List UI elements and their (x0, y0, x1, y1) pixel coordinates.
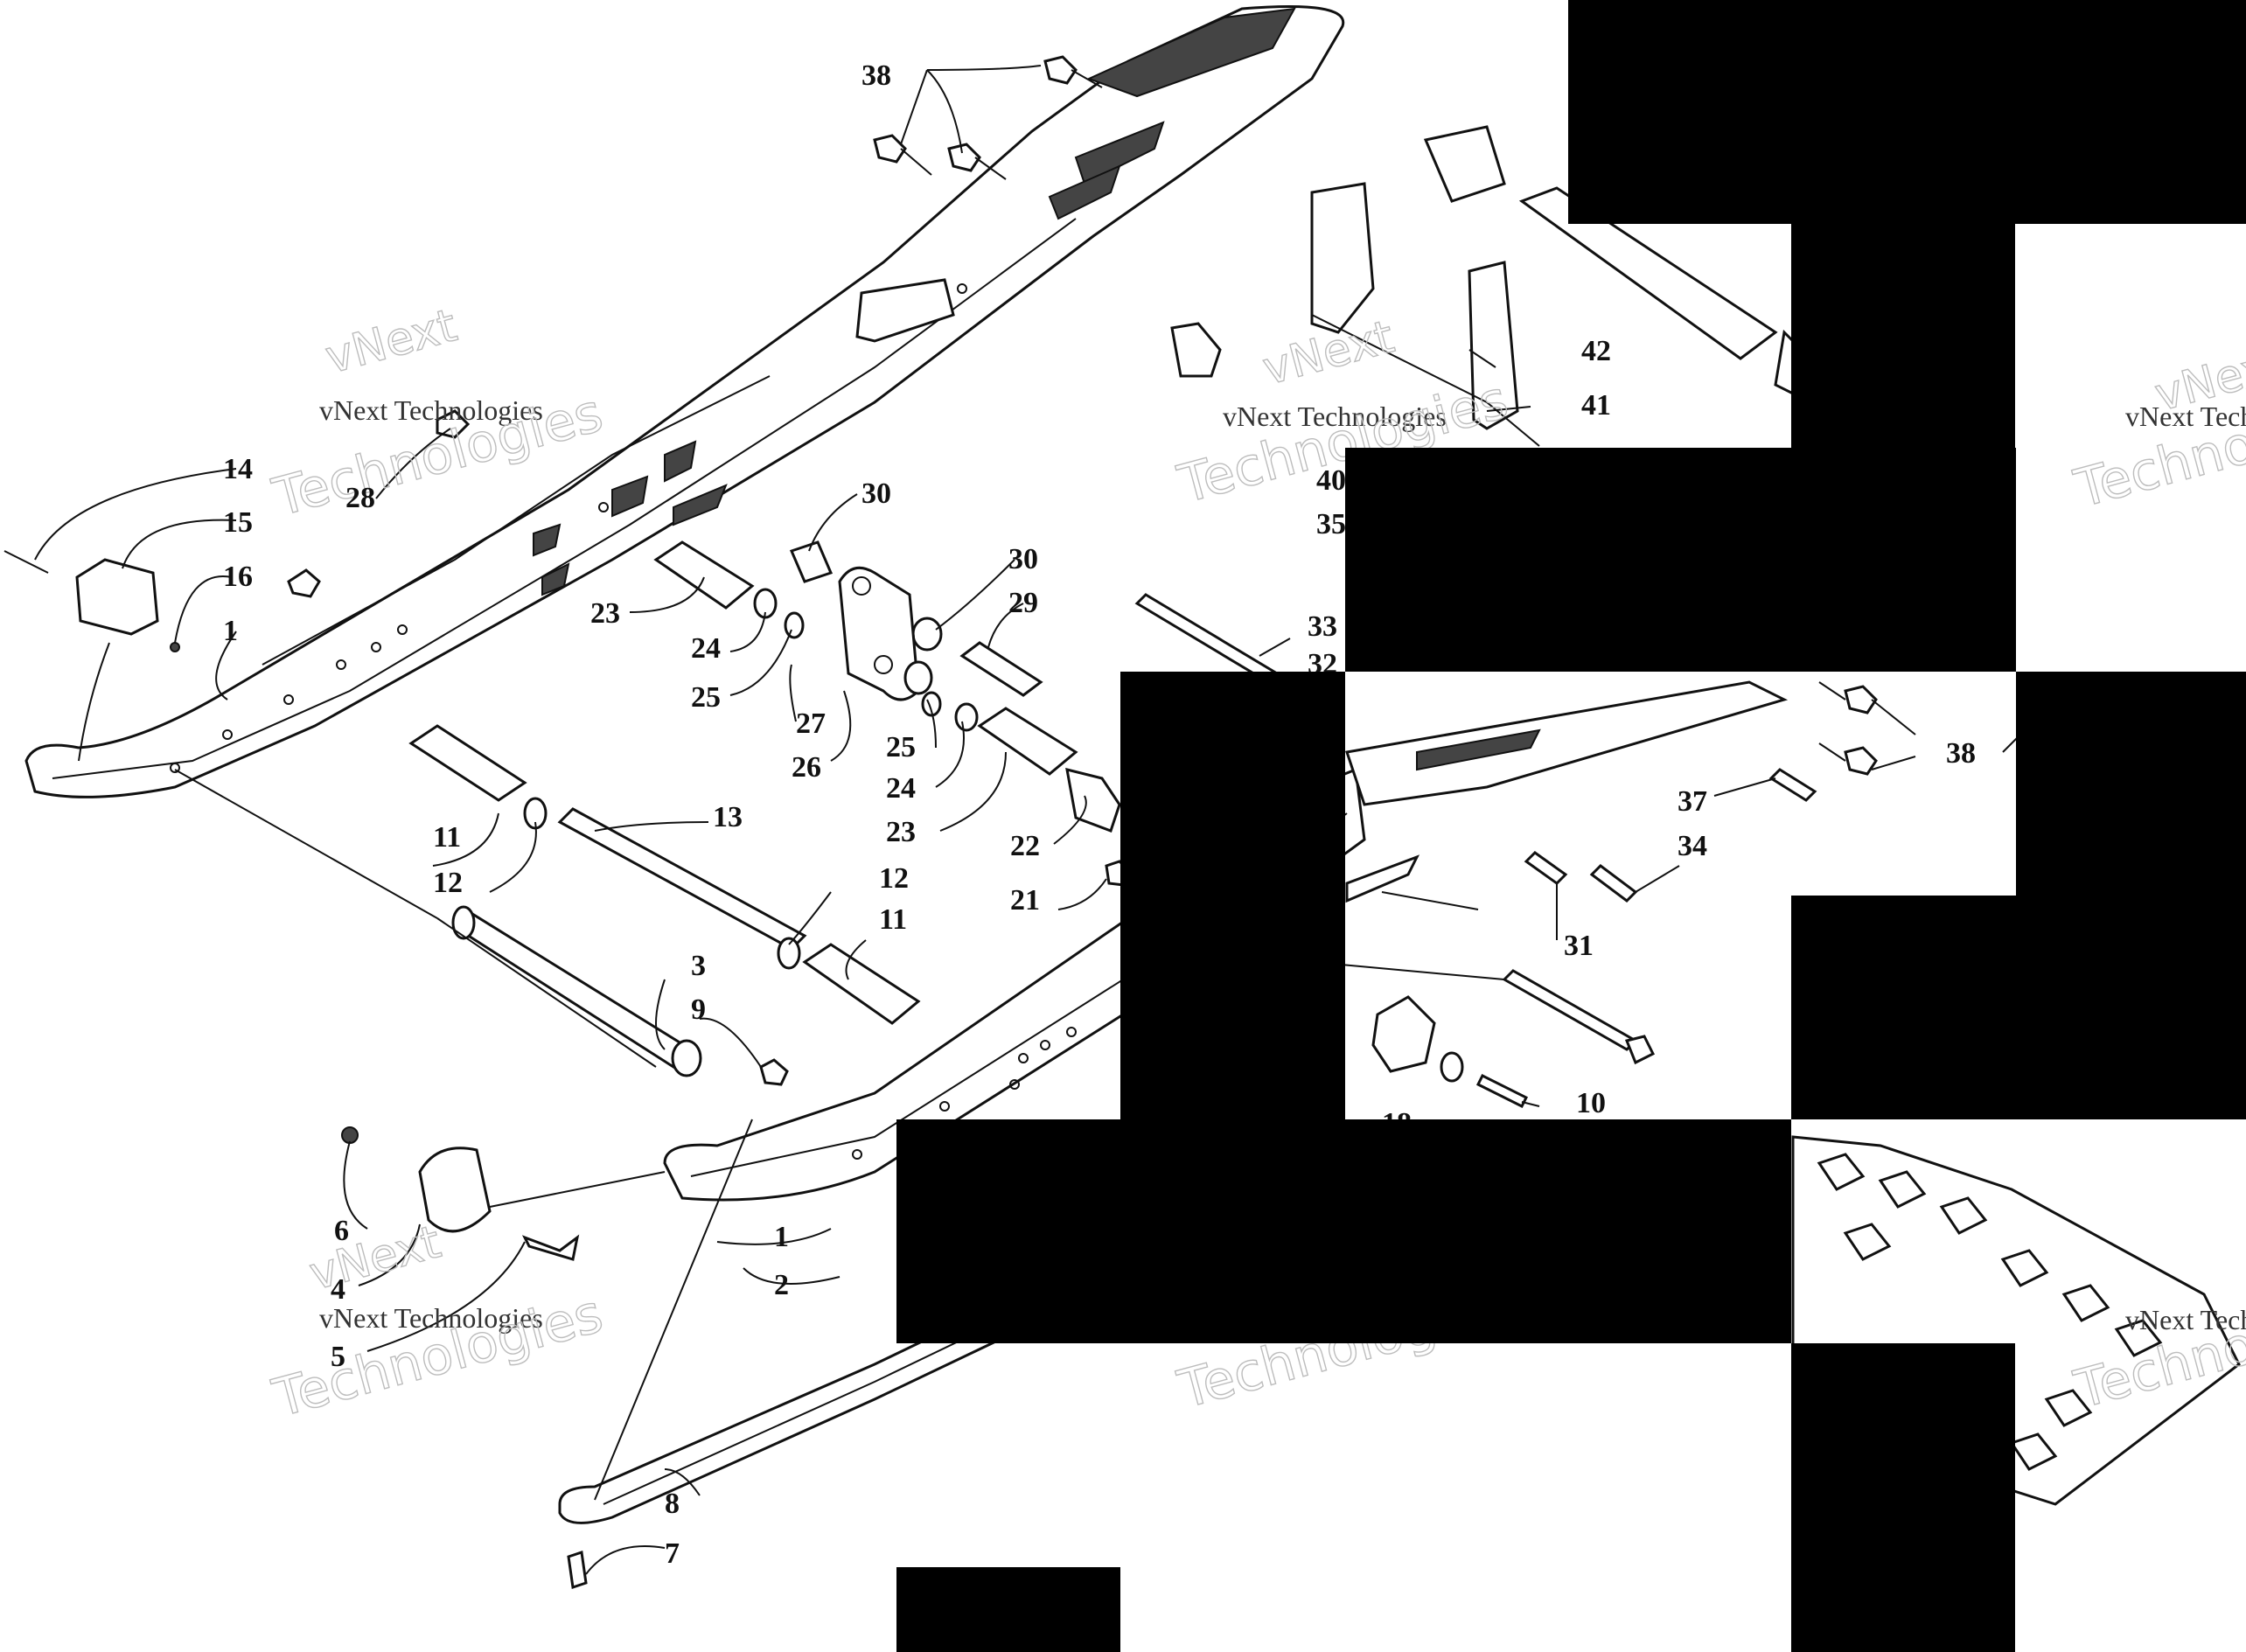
callout-label: 33 (1308, 610, 1337, 643)
callout-label: 27 (796, 708, 826, 740)
watermark-text: vNext Technologies (1223, 401, 1447, 432)
cross-shaft-3 (452, 912, 694, 1069)
callout-label: 1 (223, 615, 238, 647)
redaction-block (1568, 0, 2246, 224)
callout-label: 4 (331, 1273, 345, 1306)
left-rail-upper-holes (170, 283, 967, 773)
slider-18 (1371, 995, 1436, 1073)
watermark-text: vNext (320, 299, 462, 384)
cap-15 (75, 558, 159, 636)
shaft-33 (1134, 593, 1280, 684)
callout-label: 2 (774, 1269, 789, 1301)
callout-label: 23 (886, 816, 916, 848)
redaction-block (1791, 224, 2015, 448)
callout-label: 21 (1010, 884, 1040, 917)
watermark-text: vNext Technologies (2125, 401, 2246, 432)
callout-label: 23 (590, 597, 620, 630)
bolts-38-upper (873, 55, 1103, 180)
callout-label: 12 (879, 862, 909, 895)
callout-label: 26 (792, 751, 821, 784)
spacer-11-right (802, 943, 921, 1025)
block-top (1423, 125, 1506, 203)
bolt-5 (521, 1234, 580, 1261)
redaction-block (896, 1119, 1791, 1343)
callout-label: 14 (223, 453, 253, 485)
redaction-blocks (896, 0, 2246, 1652)
spacer-29 (959, 641, 1043, 697)
shaft-top-right (1518, 186, 1778, 360)
callout-labels: 38 42 41 14 15 28 16 1 30 30 29 23 24 25… (223, 59, 1976, 1570)
callout-label: 10 (1576, 1087, 1606, 1119)
callout-label: 31 (1564, 930, 1594, 962)
callout-label: 38 (1946, 737, 1976, 770)
callout-label: 30 (861, 477, 891, 510)
bolts-38-right (1818, 681, 1878, 776)
callout-label: 12 (433, 867, 463, 899)
wheel-4 (418, 1147, 492, 1233)
tube-13 (557, 807, 807, 951)
spacer-23-upper (653, 540, 755, 610)
redaction-block (1791, 896, 2246, 1119)
redaction-block (1791, 1343, 2015, 1652)
part-22 (1065, 767, 1121, 833)
callout-label: 40 (1316, 464, 1346, 497)
callout-label: 1 (774, 1221, 789, 1253)
redaction-block (1345, 448, 2016, 672)
callout-label: 29 (1008, 587, 1038, 619)
callout-label: 9 (691, 993, 706, 1026)
callout-label: 6 (334, 1215, 349, 1247)
callout-label: 8 (665, 1488, 680, 1520)
callout-label: 15 (223, 506, 253, 539)
callout-label: 11 (879, 903, 907, 936)
callout-label: 35 (1316, 508, 1346, 540)
redaction-block (896, 1567, 1120, 1652)
callout-label: 7 (665, 1537, 680, 1570)
callout-label: 37 (1678, 785, 1707, 818)
callout-label: 24 (886, 772, 916, 805)
watermark-text: vNext Technologies (319, 394, 543, 426)
bushing-30-top (789, 540, 834, 583)
spacer-23-lower (977, 707, 1078, 776)
callout-label: 13 (713, 801, 743, 833)
callout-label: 28 (345, 482, 375, 514)
watermark-text: vNext (304, 1216, 446, 1300)
callout-label: 38 (861, 59, 891, 92)
right-rail-upper (1345, 680, 1789, 806)
callout-label: 30 (1008, 543, 1038, 575)
callout-label: 11 (433, 821, 461, 854)
callout-label: 42 (1581, 335, 1611, 367)
spacer-11-left (408, 724, 527, 802)
callout-label: 25 (691, 681, 721, 714)
pin-14 (3, 550, 49, 574)
callout-label: 22 (1010, 830, 1040, 862)
callout-label: 3 (691, 950, 706, 982)
watermark-text: vNext Technologies (2125, 1304, 2246, 1335)
callout-label: 41 (1581, 389, 1611, 422)
bracket-42 (1310, 182, 1375, 334)
callout-label: 24 (691, 632, 721, 665)
callout-label: 25 (886, 731, 916, 763)
left-rail-upper (24, 5, 1345, 798)
callout-label: 34 (1678, 830, 1707, 862)
leader-lines (34, 65, 2039, 1575)
bolt-10 (1502, 969, 1638, 1051)
callout-label: 16 (223, 561, 253, 593)
redaction-block (2016, 672, 2246, 896)
watermark-text: vNext Technologies (319, 1302, 543, 1334)
callout-label: 5 (331, 1341, 345, 1373)
redaction-block (1120, 672, 1345, 1119)
